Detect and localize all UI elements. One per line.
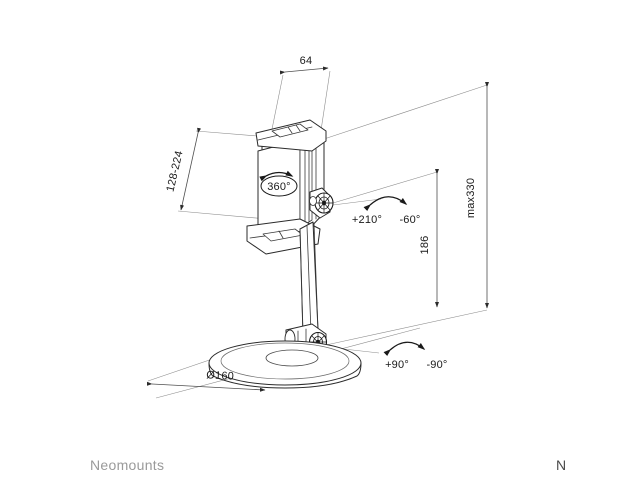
tilt-rotation-callout: +210° -60°	[352, 196, 420, 226]
dimension-max-height: max330	[465, 81, 490, 309]
dimension-base-diameter: Ø160	[146, 369, 266, 392]
base-swivel-callout: +90° -90°	[383, 341, 447, 371]
dimension-joint-height: 186	[419, 168, 440, 308]
edge-mark-partial: N	[556, 457, 566, 473]
dimension-64-label: 64	[300, 55, 313, 67]
tilt-positive-label: +210°	[352, 214, 382, 226]
desk-base	[208, 340, 362, 389]
tilt-joint	[309, 187, 334, 219]
brand-wordmark: Neomounts	[90, 457, 164, 473]
swivel-negative-label: -90°	[426, 359, 447, 371]
dimension-186-label: 186	[419, 236, 431, 255]
dimension-tablet-width: 64	[279, 55, 329, 75]
tilt-negative-label: -60°	[399, 214, 420, 226]
dimension-diameter-160-label: Ø160	[206, 369, 234, 382]
rotation-badge-360: 360°	[259, 170, 298, 197]
swivel-positive-label: +90°	[385, 359, 409, 371]
dimension-max330-label: max330	[465, 178, 477, 218]
rotation-360-label: 360°	[267, 181, 291, 193]
